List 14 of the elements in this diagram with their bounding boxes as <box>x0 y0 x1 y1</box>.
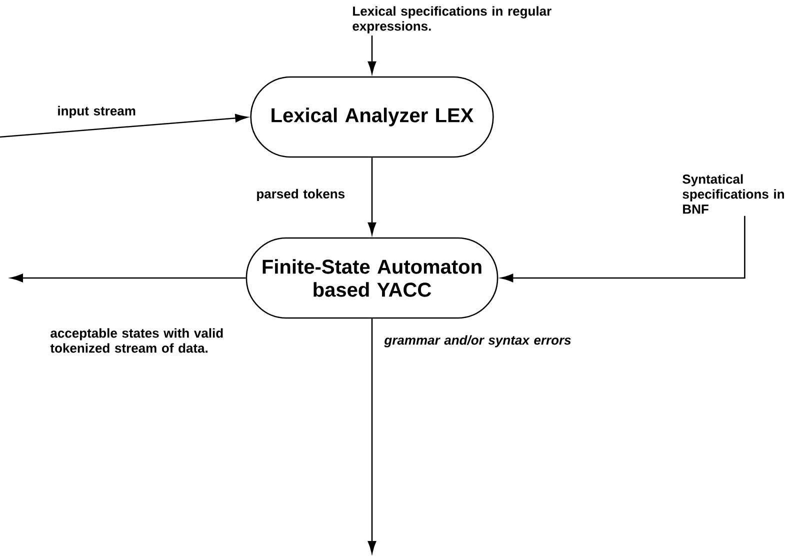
edge-label: grammar and/or syntax errors <box>384 335 571 348</box>
edge-label: parsed tokens <box>257 188 345 202</box>
process-box: Lexical Analyzer LEX <box>250 76 494 158</box>
arrow <box>368 36 376 74</box>
arrow <box>368 158 376 235</box>
arrow <box>368 318 376 554</box>
edge-label: input stream <box>58 106 136 118</box>
arrow <box>500 216 746 282</box>
edge-label: acceptable states with valid tokenized stream of data. <box>50 328 223 353</box>
input-text: Syntatical specifications in BNF <box>682 174 784 214</box>
input-text: Lexical specifications in regular expressions. <box>352 6 552 34</box>
arrow <box>0 114 248 138</box>
arrow <box>10 274 246 282</box>
process-box: Finite-State Automaton based YACC <box>246 237 498 319</box>
